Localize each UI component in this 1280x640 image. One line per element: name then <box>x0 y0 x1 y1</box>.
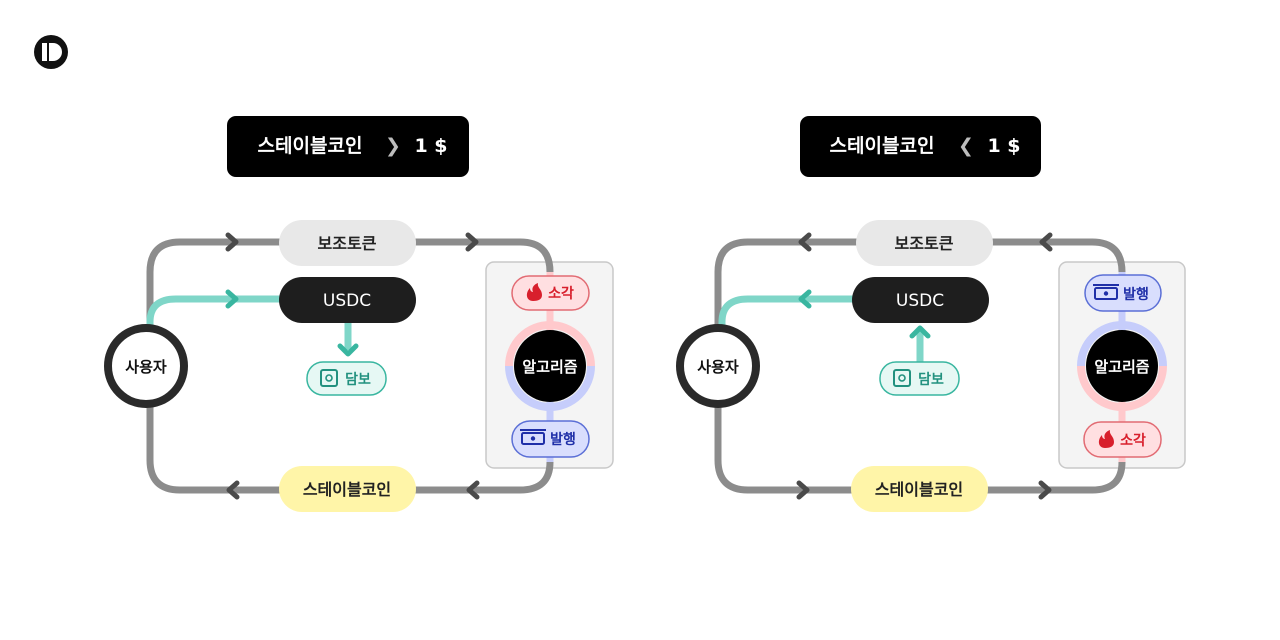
header-price: 1 $ <box>414 135 447 157</box>
algorithm-label: 알고리즘 <box>1094 358 1149 376</box>
header-badge: 스테이블코인 ❮ 1 $ <box>800 116 1041 177</box>
chevron-left-icon <box>226 480 240 500</box>
safe-icon <box>893 369 911 387</box>
fire-icon <box>526 283 542 301</box>
user-label: 사용자 <box>125 358 167 376</box>
collateral-path <box>146 295 352 350</box>
safe-icon <box>320 369 338 387</box>
token-label: 보조토큰 <box>318 234 377 253</box>
header-price: 1 $ <box>987 135 1020 157</box>
header-badge: 스테이블코인 ❯ 1 $ <box>227 116 469 177</box>
user-node: 사용자 <box>676 324 760 408</box>
algorithm-node: 알고리즘 <box>505 321 595 411</box>
burn-label: 소각 <box>1120 432 1146 449</box>
chevron-down-icon <box>337 343 359 357</box>
collateral-label: 담보 <box>345 371 371 388</box>
chevron-right-icon <box>225 232 239 252</box>
stablecoin-label: 스테이블코인 <box>875 480 963 499</box>
collateral-pill: 담보 <box>306 361 387 396</box>
issue-pill: 발행 <box>511 420 590 458</box>
brand-logo <box>34 35 68 69</box>
user-node: 사용자 <box>104 324 188 408</box>
usdc-pill: USDC <box>852 277 989 323</box>
header-title: 스테이블코인 <box>258 135 363 157</box>
burn-label: 소각 <box>548 285 574 302</box>
banknote-icon <box>520 429 546 445</box>
collateral-path <box>718 295 924 362</box>
user-label: 사용자 <box>697 358 739 376</box>
chevron-up-icon <box>909 325 931 339</box>
chevron-left-icon <box>798 232 812 252</box>
chevron-right-icon <box>796 480 810 500</box>
stablecoin-pill: 스테이블코인 <box>279 466 416 512</box>
usdc-label: USDC <box>323 291 371 311</box>
burn-pill: 소각 <box>511 275 590 311</box>
loop-path <box>146 238 554 494</box>
header-sign: ❯ <box>385 135 401 157</box>
fire-icon <box>1098 430 1114 448</box>
chevron-right-icon <box>1038 480 1052 500</box>
chevron-left-icon <box>1039 232 1053 252</box>
token-pill: 보조토큰 <box>279 220 416 266</box>
burn-pill: 소각 <box>1083 421 1162 458</box>
collateral-label: 담보 <box>918 371 944 388</box>
stablecoin-pill: 스테이블코인 <box>851 466 988 512</box>
loop-path <box>714 238 1126 494</box>
token-pill: 보조토큰 <box>856 220 993 266</box>
issue-label: 발행 <box>550 431 576 448</box>
panel-price-above: 스테이블코인 ❯ 1 $ 사용자 <box>104 116 614 512</box>
header-sign: ❮ <box>958 135 974 157</box>
chevron-left-icon <box>466 480 480 500</box>
algorithm-label: 알고리즘 <box>522 358 577 376</box>
issue-pill: 발행 <box>1084 274 1162 312</box>
token-label: 보조토큰 <box>895 234 954 253</box>
algorithm-node: 알고리즘 <box>1077 321 1167 411</box>
stablecoin-label: 스테이블코인 <box>303 480 391 499</box>
chevron-left-icon <box>798 289 812 309</box>
usdc-label: USDC <box>896 291 944 311</box>
chevron-right-icon <box>225 289 239 309</box>
chevron-right-icon <box>465 232 479 252</box>
collateral-pill: 담보 <box>879 361 960 396</box>
banknote-icon <box>1093 284 1119 300</box>
panel-price-below: 스테이블코인 ❮ 1 $ 사용자 <box>676 116 1186 512</box>
usdc-pill: USDC <box>279 277 416 323</box>
issue-label: 발행 <box>1123 286 1149 303</box>
header-title: 스테이블코인 <box>830 135 935 157</box>
